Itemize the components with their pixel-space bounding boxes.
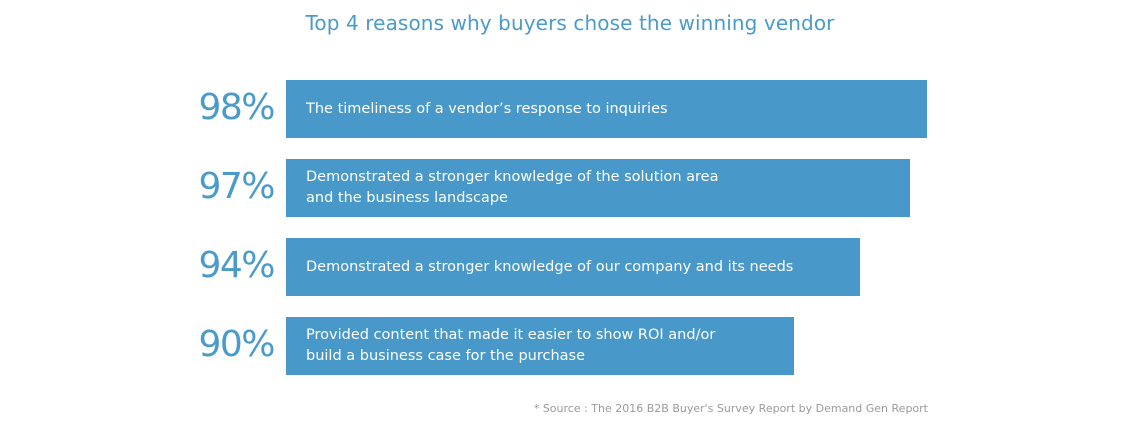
source-note: * Source : The 2016 B2B Buyer's Survey R… [533,402,928,415]
bar-row: 94% Demonstrated a stronger knowledge of … [0,238,1140,296]
bar [286,317,794,375]
bar-row: 97% Demonstrated a stronger knowledge of … [0,159,1140,217]
bar-row: 90% Provided content that made it easier … [0,317,1140,375]
category-label: Demonstrated a stronger knowledge of our… [306,258,794,275]
category-label: The timeliness of a vendor’s response to… [306,100,668,117]
category-label: Demonstrated a stronger knowledge of the… [306,169,719,206]
chart-title: Top 4 reasons why buyers chose the winni… [305,11,835,35]
bar [286,159,911,217]
value-label: 97% [198,166,275,207]
value-label: 90% [198,324,275,365]
category-label: Provided content that made it easier to … [306,327,716,364]
bar-row: 98% The timeliness of a vendor’s response… [0,80,1140,138]
bar [286,238,861,296]
value-label: 94% [198,245,275,286]
bar [286,80,927,138]
value-label: 98% [198,87,275,128]
